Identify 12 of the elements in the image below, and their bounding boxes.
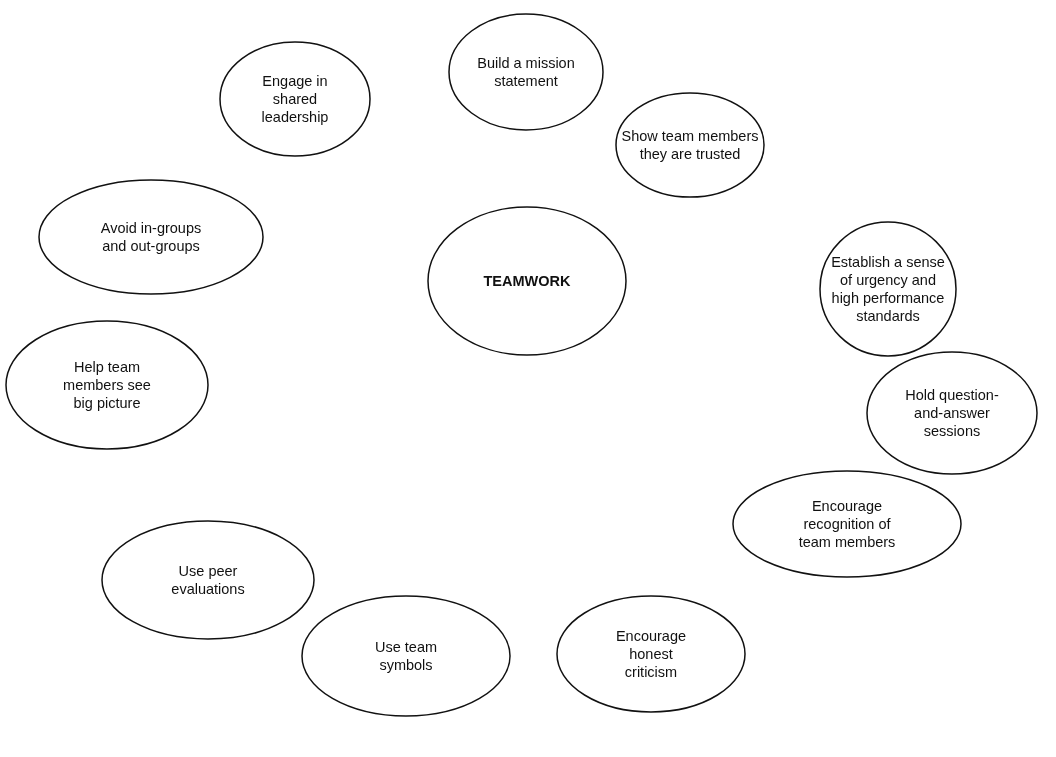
- node-text: Help team members see big picture: [62, 357, 152, 413]
- node-text: Use peer evaluations: [170, 561, 246, 599]
- node-text: Avoid in-groups and out-groups: [99, 218, 203, 256]
- node-text: Engage in shared leadership: [260, 71, 330, 127]
- node-text: Show team members they are trusted: [620, 126, 760, 164]
- central-topic: TEAMWORK: [482, 271, 572, 291]
- node-text: Use team symbols: [373, 637, 439, 675]
- node-text: Encourage recognition of team members: [797, 496, 897, 552]
- node-text: Build a mission statement: [476, 53, 576, 91]
- node-text: Hold question-and-answer sessions: [904, 385, 1000, 441]
- node-text: Establish a sense of urgency and high performance standards: [830, 252, 946, 326]
- node-text: Encourage honest criticism: [614, 626, 688, 682]
